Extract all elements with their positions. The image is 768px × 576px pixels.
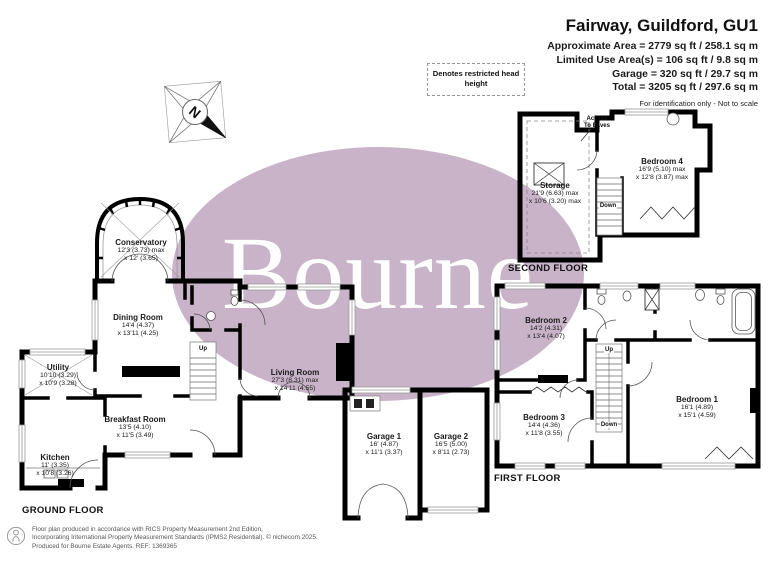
room-label-bedroom-2: Bedroom 2 14'2 (4.31) x 13'4 (4.07) — [525, 316, 567, 341]
room-label-living-room: Living Room 27'3 (8.31) max x 14'11 (4.5… — [270, 368, 320, 393]
identification-note: For identification only - Not to scale — [639, 99, 758, 109]
room-label-bedroom-3: Bedroom 3 14'4 (4.36) x 11'8 (3.55) — [523, 413, 565, 438]
first-floor-label: FIRST FLOOR — [494, 473, 561, 484]
room-label-dining-room: Dining Room 14'4 (4.37) x 13'11 (4.25) — [113, 313, 163, 338]
ground-stairs-up-label: Up — [198, 346, 208, 352]
nichecom-logo-icon — [6, 526, 26, 546]
restricted-head-height-legend: Denotes restricted head height — [427, 63, 525, 96]
ground-floor-label: GROUND FLOOR — [22, 505, 104, 516]
approximate-area: Approximate Area = 2779 sq ft / 258.1 sq… — [547, 41, 758, 52]
footer-line-3: Produced for Bourne Estate Agents. REF: … — [32, 542, 177, 550]
second-floor-label: SECOND FLOOR — [508, 263, 589, 274]
access-to-eaves-label: Access To Eaves — [584, 116, 610, 129]
garage-area: Garage = 320 sq ft / 29.7 sq m — [612, 68, 758, 80]
room-label-conservatory: Conservatory 12'3 (3.73) max x 12' (3.65… — [115, 238, 167, 263]
room-label-garage-1: Garage 1 16' (4.87) x 11'1 (3.37) — [365, 432, 403, 457]
watermark-text: Bourne — [221, 216, 535, 331]
first-floor-plan — [494, 283, 761, 469]
room-label-bedroom-1: Bedroom 1 16'1 (4.89) x 15'1 (4.59) — [676, 395, 718, 420]
restricted-head-height-area — [526, 120, 590, 254]
first-stairs-down-label: Down — [599, 422, 619, 428]
second-stairs-down-label: Down — [598, 203, 618, 209]
property-title: Fairway, Guildford, GU1 — [565, 16, 758, 35]
footer-disclaimer: Floor plan produced in accordance with R… — [32, 526, 318, 551]
room-label-bedroom-4: Bedroom 4 16'9 (5.10) max x 12'8 (3.87) … — [635, 157, 689, 182]
room-label-storage: Storage 21'9 (6.63) max x 10'6 (3.20) ma… — [528, 181, 582, 206]
ground-floor-plan — [19, 196, 490, 521]
first-stairs-up-label: Up — [604, 347, 614, 353]
footer-line-2: Incorporating International Property Mea… — [32, 534, 318, 542]
title-block: Fairway, Guildford, GU1 Approximate Area… — [547, 16, 758, 108]
limited-use-area: Limited Use Area(s) = 106 sq ft / 9.8 sq… — [556, 54, 758, 66]
room-label-garage-2: Garage 2 16'5 (5.00) x 8'11 (2.73) — [432, 432, 470, 457]
window-midlines — [21, 111, 735, 511]
room-label-kitchen: Kitchen 11' (3.35) x 10'8 (3.26) — [36, 453, 74, 478]
room-label-utility: Utility 10'10 (3.29) x 10'9 (3.28) — [39, 363, 77, 388]
footer: Floor plan produced in accordance with R… — [6, 526, 318, 551]
total-area: Total = 3205 sq ft / 297.6 sq m — [612, 82, 758, 94]
compass-icon: N — [164, 81, 226, 143]
room-label-breakfast-room: Breakfast Room 13'5 (4.10) x 11'5 (3.49) — [104, 415, 166, 440]
footer-line-1: Floor plan produced in accordance with R… — [32, 526, 263, 533]
